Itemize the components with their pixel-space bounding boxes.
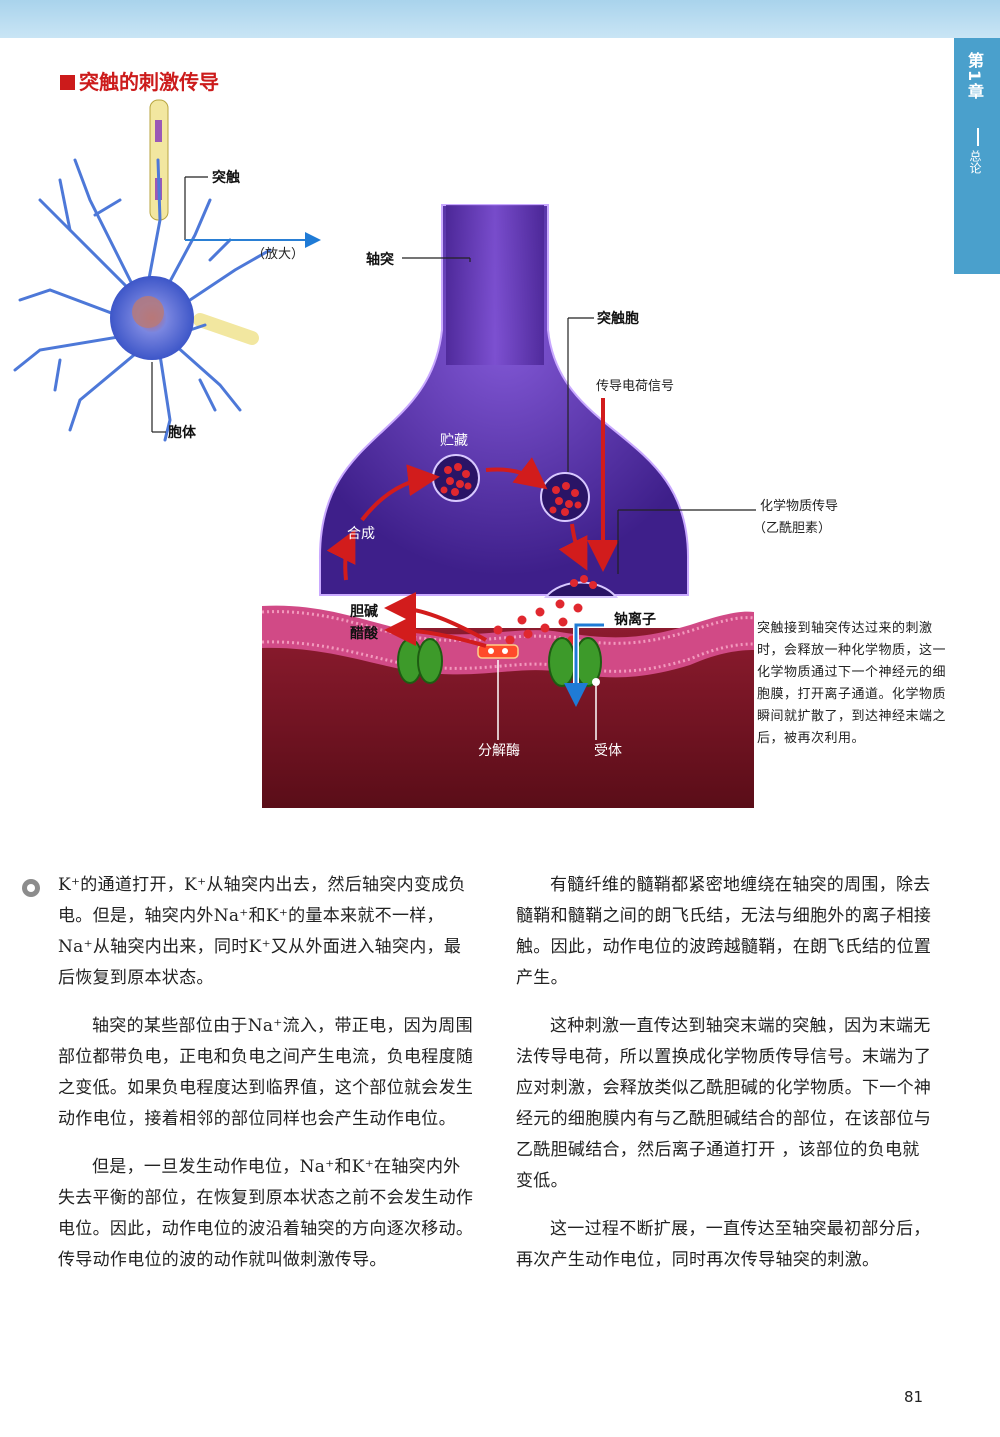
enzyme-label: 分解酶 <box>478 743 520 759</box>
enlarge-label: （放大） <box>252 247 304 262</box>
ion-channel-left <box>397 638 443 684</box>
axon-label: 轴突 <box>366 251 394 268</box>
choline-return-arrow <box>384 592 487 642</box>
neuron-illustration <box>13 99 272 442</box>
nucleus <box>132 296 164 328</box>
storage-label: 贮藏 <box>440 433 468 449</box>
right-column: 有髓纤维的髓鞘都紧密地缠绕在轴突的周围，除去髓鞘和髓鞘之间的朗飞氏结，无法与细胞… <box>516 870 936 1293</box>
axon-terminal <box>318 204 690 596</box>
receptor-channel <box>548 637 602 687</box>
synthesis-to-storage-arrow <box>360 464 440 522</box>
synthesis-label: 合成 <box>347 526 375 542</box>
left-column: K⁺的通道打开，K⁺从轴突内出去，然后轴突内变成负电。但是，轴突内外Na⁺和K⁺… <box>58 870 476 1293</box>
paragraph: 有髓纤维的髓鞘都紧密地缠绕在轴突的周围，除去髓鞘和髓鞘之间的朗飞氏结，无法与细胞… <box>516 875 932 988</box>
section-title-text: 突触的刺激传导 <box>79 70 219 94</box>
paragraph: 轴突的某些部位由于Na⁺流入，带正电，因为周围部位都带负电，正电和负电之间产生电… <box>58 1016 474 1129</box>
square-bullet-icon <box>60 75 75 90</box>
paragraph: K⁺的通道打开，K⁺从轴突内出去，然后轴突内变成负电。但是，轴突内外Na⁺和K⁺… <box>58 875 466 988</box>
released-transmitter <box>493 599 583 645</box>
dendrites <box>13 158 272 442</box>
paragraph: 这一过程不断扩展，一直传达至轴突最初部分后，再次产生动作电位，同时再次传导轴突的… <box>516 1219 931 1270</box>
sodium-label: 钠离子 <box>614 611 656 628</box>
paragraph: 但是，一旦发生动作电位，Na⁺和K⁺在轴突内外失去平衡的部位，在恢复到原本状态之… <box>58 1157 474 1270</box>
signal-label: 传导电荷信号 <box>596 379 674 394</box>
transmitter-sublabel: （乙酰胆素） <box>753 521 831 536</box>
chapter-divider <box>977 128 979 146</box>
storage-to-vesicle-arrow <box>485 457 548 490</box>
axon-shaft <box>446 205 544 365</box>
choline-label: 胆碱 <box>350 603 378 620</box>
acetate-return-arrow <box>384 614 487 648</box>
synthesis-arrow <box>326 529 356 581</box>
enzyme-shape <box>477 644 519 659</box>
soma-label: 胞体 <box>167 424 197 441</box>
myelin-sheath <box>193 313 259 345</box>
page-number: 81 <box>904 1388 924 1406</box>
transmitter-label: 化学物质传导 <box>760 498 838 514</box>
synaptic-vesicle <box>540 472 590 522</box>
synapse-figure: 突触 （放大） 胞体 <box>13 99 838 808</box>
chapter-tab[interactable] <box>954 38 1000 274</box>
storage-vesicle <box>432 454 480 502</box>
section-heading: 突触的刺激传导 <box>60 66 219 95</box>
top-banner <box>0 0 1000 38</box>
releasing-vesicle <box>543 575 619 598</box>
vesicle-to-release-arrow <box>558 523 588 571</box>
chapter-label: 第1章 <box>965 52 984 102</box>
figure-caption: 突触接到轴突传达过来的刺激时，会释放一种化学物质，这一化学物质通过下一个神经元的… <box>757 621 947 746</box>
continue-marker-icon <box>22 879 40 897</box>
sodium-arrow <box>564 623 604 707</box>
synapse-diagram <box>261 204 756 808</box>
vesicle-label: 突触胞 <box>597 310 639 327</box>
receptor-label: 受体 <box>594 743 622 759</box>
acetic-acid-label: 醋酸 <box>350 625 379 642</box>
synapse-label: 突触 <box>212 169 240 186</box>
paragraph: 这种刺激一直传达到轴突末端的突触，因为末端无法传导电荷，所以置换成化学物质传导信… <box>516 1016 932 1191</box>
axon-node <box>155 120 162 142</box>
chapter-subtitle: 总论 <box>968 150 982 174</box>
